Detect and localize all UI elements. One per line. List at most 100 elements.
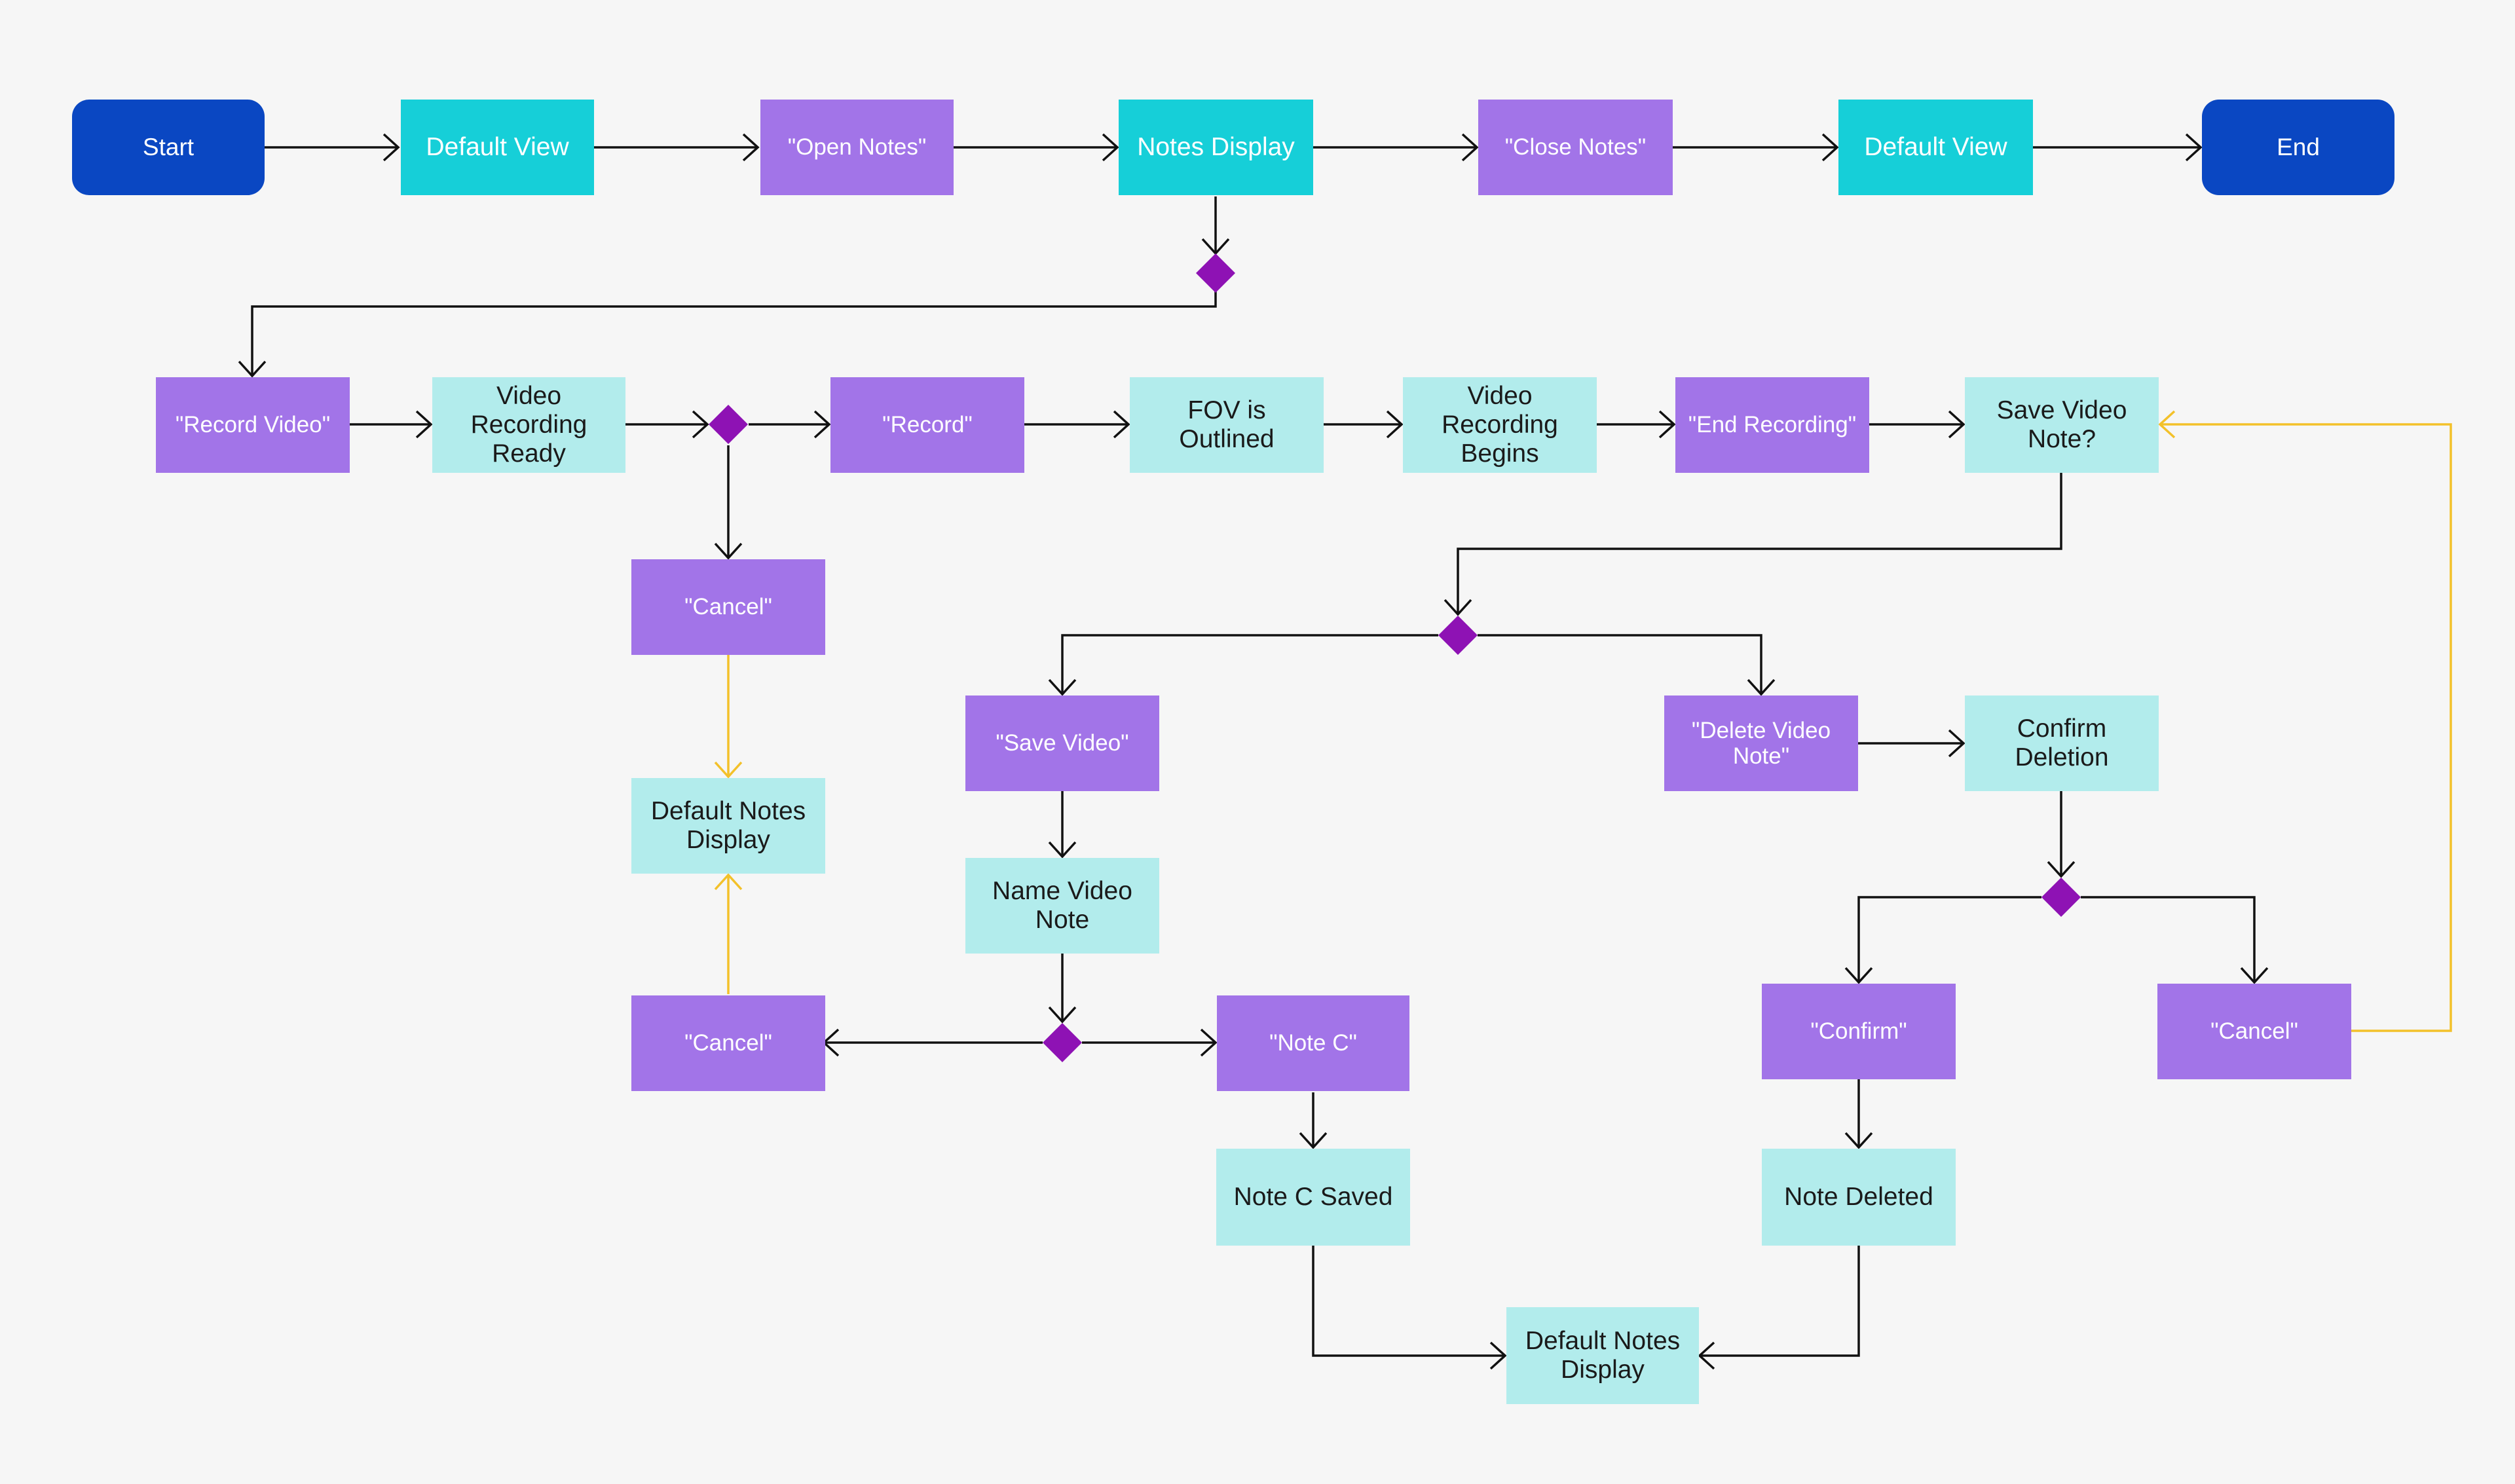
connector-saved-to-default-display bbox=[1312, 1246, 1505, 1357]
name-video-note-label: Name Video Note bbox=[992, 877, 1132, 934]
confirm-deletion-label: Confirm Deletion bbox=[2015, 714, 2109, 771]
arrowhead bbox=[1489, 1341, 1507, 1370]
cancel-node: "Cancel" bbox=[631, 559, 825, 655]
default-notes-display-node: Default Notes Display bbox=[631, 778, 825, 874]
arrowhead bbox=[1048, 1006, 1077, 1024]
confirm-deletion-node: Confirm Deletion bbox=[1965, 696, 2159, 791]
notes-display-label: Notes Display bbox=[1137, 133, 1295, 162]
cancel-label-2: "Cancel" bbox=[684, 1030, 772, 1056]
cancel-label-3: "Cancel" bbox=[2210, 1018, 2298, 1045]
arrowhead bbox=[1386, 410, 1404, 439]
end-label: End bbox=[2277, 134, 2320, 161]
confirm-label: "Confirm" bbox=[1810, 1018, 1907, 1045]
arrowhead bbox=[1113, 410, 1130, 439]
note-c-saved-node: Note C Saved bbox=[1216, 1149, 1410, 1246]
arrowhead bbox=[1844, 1132, 1873, 1149]
connector-save-note-to-decision bbox=[1457, 473, 2062, 614]
arrowhead bbox=[813, 410, 831, 439]
default-view-label: Default View bbox=[426, 133, 569, 162]
connector-deleted-to-default-display bbox=[1700, 1246, 1860, 1357]
record-video-node: "Record Video" bbox=[156, 377, 350, 473]
arrowhead bbox=[382, 133, 400, 162]
delete-video-note-label: "Delete Video Note" bbox=[1691, 717, 1831, 769]
end-recording-label: "End Recording" bbox=[1688, 412, 1857, 438]
confirm-node: "Confirm" bbox=[1762, 984, 1956, 1079]
arrowhead bbox=[714, 873, 743, 891]
decision-diamond bbox=[2041, 878, 2081, 917]
arrowhead bbox=[2158, 410, 2176, 439]
notes-display-node: Notes Display bbox=[1119, 100, 1313, 195]
arrowhead bbox=[1747, 678, 1776, 696]
arrowhead bbox=[1844, 967, 1873, 984]
save-video-label: "Save Video" bbox=[996, 730, 1129, 756]
note-c-saved-label: Note C Saved bbox=[1233, 1183, 1393, 1212]
connector-decision-to-confirm bbox=[1857, 896, 2041, 982]
arrowhead bbox=[1200, 1028, 1218, 1057]
arrowhead bbox=[238, 360, 267, 378]
decision-diamond bbox=[1438, 616, 1478, 655]
record-video-label: "Record Video" bbox=[175, 412, 331, 438]
note-deleted-node: Note Deleted bbox=[1762, 1149, 1956, 1246]
default-view-node-2: Default View bbox=[1838, 100, 2033, 195]
arrowhead bbox=[415, 410, 433, 439]
default-view-node: Default View bbox=[401, 100, 594, 195]
close-notes-node: "Close Notes" bbox=[1478, 100, 1673, 195]
arrowhead bbox=[714, 761, 743, 779]
video-recording-ready-node: Video Recording Ready bbox=[432, 377, 625, 473]
arrowhead bbox=[742, 133, 760, 162]
connector-decision-to-cancel-3 bbox=[2081, 896, 2256, 982]
start-label: Start bbox=[142, 134, 195, 161]
record-label: "Record" bbox=[882, 412, 973, 438]
close-notes-label: "Close Notes" bbox=[1504, 134, 1647, 160]
arrowhead bbox=[1048, 678, 1077, 696]
open-notes-node: "Open Notes" bbox=[760, 100, 954, 195]
arrowhead bbox=[714, 542, 743, 560]
connector-decision-to-record-video bbox=[251, 291, 1217, 376]
decision-diamond bbox=[1043, 1023, 1082, 1062]
start-node: Start bbox=[72, 100, 265, 195]
arrowhead bbox=[1948, 410, 1965, 439]
default-view-label-2: Default View bbox=[1864, 133, 2007, 162]
arrowhead bbox=[1102, 133, 1119, 162]
arrowhead bbox=[1698, 1341, 1715, 1370]
arrowhead bbox=[1444, 599, 1472, 616]
cancel-label: "Cancel" bbox=[684, 594, 772, 620]
decision-diamond bbox=[709, 405, 748, 444]
open-notes-label: "Open Notes" bbox=[787, 134, 927, 160]
fov-outlined-node: FOV is Outlined bbox=[1130, 377, 1324, 473]
video-recording-ready-label: Video Recording Ready bbox=[470, 382, 587, 468]
arrowhead bbox=[692, 410, 709, 439]
default-notes-display-label-2: Default Notes Display bbox=[1525, 1327, 1681, 1384]
note-deleted-label: Note Deleted bbox=[1784, 1183, 1933, 1212]
fov-outlined-label: FOV is Outlined bbox=[1179, 396, 1275, 453]
cancel-node-3: "Cancel" bbox=[2157, 984, 2351, 1079]
arrowhead bbox=[1461, 133, 1479, 162]
arrowhead bbox=[1658, 410, 1676, 439]
decision-diamond bbox=[1196, 253, 1235, 293]
arrowhead bbox=[1048, 841, 1077, 859]
connector-decision-to-save-video bbox=[1061, 634, 1438, 694]
delete-video-note-node: "Delete Video Note" bbox=[1664, 696, 1858, 791]
cancel-connector-return bbox=[2160, 423, 2452, 1032]
video-recording-begins-node: Video Recording Begins bbox=[1403, 377, 1597, 473]
arrowhead bbox=[2240, 967, 2269, 984]
save-video-note-node: Save Video Note? bbox=[1965, 377, 2159, 473]
note-c-label: "Note C" bbox=[1269, 1030, 1357, 1056]
record-node: "Record" bbox=[830, 377, 1024, 473]
note-c-node: "Note C" bbox=[1217, 995, 1409, 1091]
end-recording-node: "End Recording" bbox=[1675, 377, 1869, 473]
arrowhead bbox=[2185, 133, 2203, 162]
connector-decision-to-delete bbox=[1478, 634, 1762, 694]
arrowhead bbox=[1299, 1132, 1328, 1149]
save-video-node: "Save Video" bbox=[965, 696, 1159, 791]
default-notes-display-label: Default Notes Display bbox=[650, 797, 806, 854]
name-video-note-node: Name Video Note bbox=[965, 858, 1159, 954]
arrowhead bbox=[1821, 133, 1839, 162]
default-notes-display-node-2: Default Notes Display bbox=[1506, 1307, 1699, 1404]
arrowhead bbox=[1948, 729, 1965, 758]
save-video-note-label: Save Video Note? bbox=[1996, 396, 2127, 453]
arrowhead bbox=[2047, 861, 2076, 878]
video-recording-begins-label: Video Recording Begins bbox=[1442, 382, 1558, 468]
end-node: End bbox=[2202, 100, 2394, 195]
